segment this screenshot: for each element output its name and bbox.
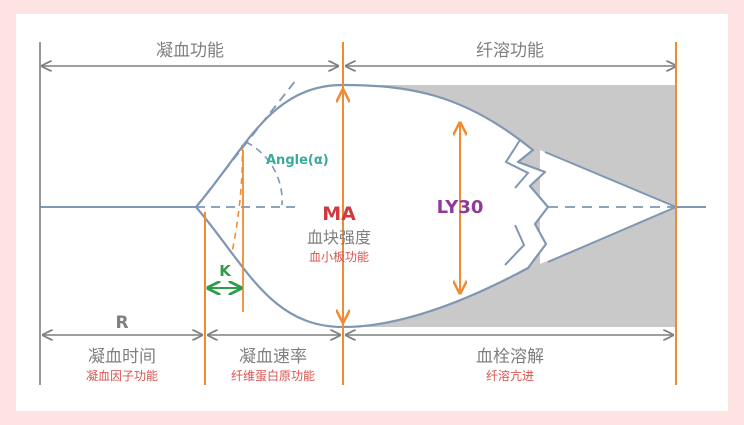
r-label: R — [115, 313, 128, 333]
lysis-lower-edge — [547, 206, 677, 263]
ma-label: MA — [322, 203, 356, 225]
seg2-note: 纤维蛋白原功能 — [231, 368, 315, 383]
seg3-label: 血栓溶解 — [476, 347, 544, 367]
seg2-label: 凝血速率 — [239, 347, 307, 367]
ma-note-label: 血小板功能 — [309, 250, 369, 264]
lysis-upper-edge — [544, 151, 677, 208]
teg-curve-inner-zigzag-low — [504, 224, 526, 266]
top-right-label: 纤溶功能 — [476, 41, 544, 61]
seg1-label: 凝血时间 — [88, 347, 156, 367]
k-dashed-curve — [231, 144, 244, 253]
seg1-note: 凝血因子功能 — [86, 368, 158, 383]
angle-arc — [245, 141, 283, 206]
seg3-note: 纤溶亢进 — [486, 368, 534, 383]
angle-label: Angle(α) — [266, 153, 329, 168]
top-left-label: 凝血功能 — [156, 41, 224, 61]
ma-sub-label: 血块强度 — [307, 228, 371, 247]
lysis-region — [343, 85, 676, 327]
k-label: K — [219, 262, 232, 280]
teg-curve — [195, 83, 549, 329]
teg-curve-inner-zigzag — [504, 139, 530, 189]
ly30-label: LY30 — [437, 197, 484, 218]
